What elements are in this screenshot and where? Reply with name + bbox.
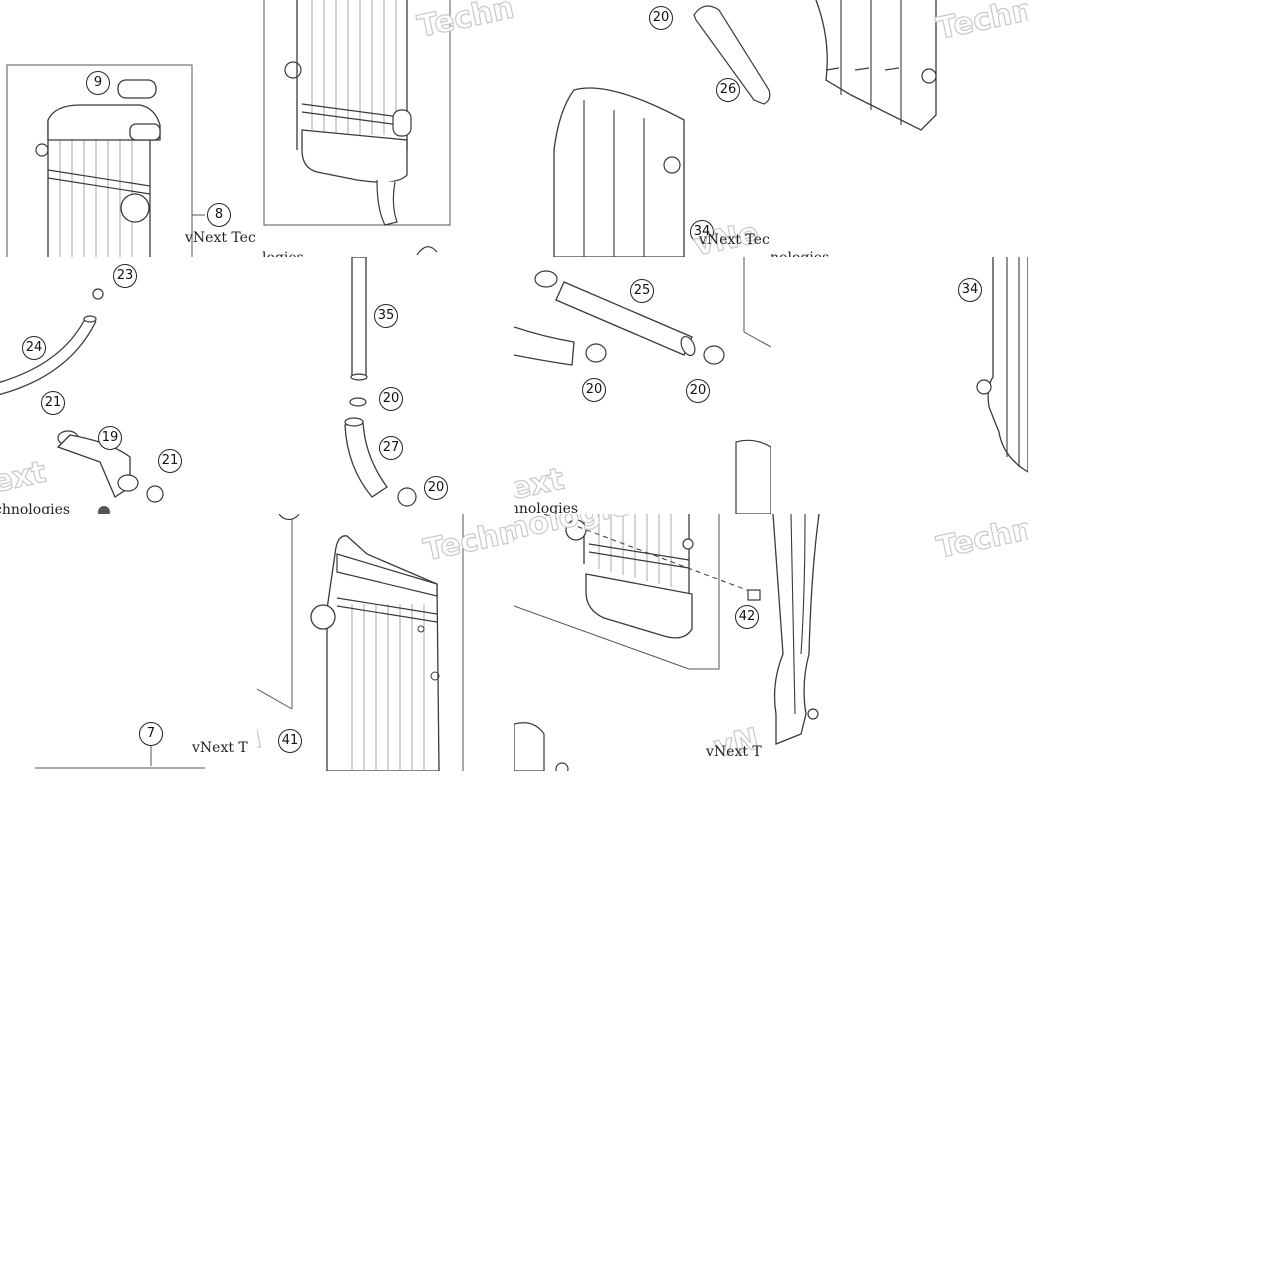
callout-34: 34 <box>958 278 982 302</box>
tile-radiator-left: Techno logies <box>257 0 514 257</box>
credit-text: chnologies <box>514 501 579 514</box>
callout-19: 19 <box>98 426 122 450</box>
radiator-left-drawing <box>263 0 451 256</box>
callout-34: 34 <box>690 220 714 244</box>
shroud-side-drawing <box>976 257 1028 473</box>
shroud-top-drawing <box>553 5 771 257</box>
hoses-fittings-drawing <box>0 288 164 514</box>
bleed-pipe-drawing <box>344 257 417 507</box>
credit-text: vNext Tec <box>185 230 256 246</box>
callout-20: 20 <box>686 379 710 403</box>
callout-25: 25 <box>630 279 654 303</box>
shroud-long-drawing <box>772 514 820 745</box>
cross-hose-drawing <box>514 257 771 514</box>
tile-shroud-right: Techno hnologies <box>771 0 1028 257</box>
callout-7: 7 <box>139 722 163 746</box>
credit-text: vNext Tec <box>699 232 770 248</box>
credit-text: hnologies <box>771 250 829 257</box>
radiator-bracket-drawing <box>35 746 205 769</box>
tile-cross-hose: 25 20 20 chnologies ext <box>514 257 771 514</box>
tile-shroud-long: Techno <box>771 514 1028 771</box>
credit-text: vNext T <box>706 744 762 760</box>
callout-23: 23 <box>113 264 137 288</box>
callout-9: 9 <box>86 71 110 95</box>
tile-lower-tank: 42 40 nologies vN vNext T <box>514 514 771 771</box>
callout-20: 20 <box>582 378 606 402</box>
callout-35: 35 <box>374 304 398 328</box>
callout-20: 20 <box>424 476 448 500</box>
credit-text: vNext T <box>192 740 248 756</box>
shroud-right-drawing <box>815 0 937 131</box>
tile-bleed-pipe: 35 20 27 20 <box>257 257 514 514</box>
callout-8: 8 <box>207 203 231 227</box>
tile-radiator-right: 20 41 Technologies vN <box>257 514 514 771</box>
callout-24: 24 <box>22 336 46 360</box>
tile-shroud-top: 20 26 34 vNe vNext Tec <box>514 0 771 257</box>
tile-overflow-tank: 9 8 vNext Tec <box>0 0 257 257</box>
callout-20: 20 <box>379 387 403 411</box>
callout-27: 27 <box>379 436 403 460</box>
tile-radiator-bracket: 7 vNext T <box>0 514 257 771</box>
credit-text: logies <box>262 250 304 257</box>
credit-text: chnologies <box>0 502 71 514</box>
tile-shroud-side: 34 <box>771 257 1028 514</box>
tile-hoses-fittings: 23 24 21 19 21 ext chnologies <box>0 257 257 514</box>
overflow-tank-drawing <box>6 64 205 257</box>
radiator-right-drawing <box>257 514 464 771</box>
lower-tank-drawing <box>514 514 761 771</box>
callout-26: 26 <box>716 78 740 102</box>
callout-20: 20 <box>649 6 673 30</box>
callout-42: 42 <box>735 605 759 629</box>
callout-21: 21 <box>41 391 65 415</box>
callout-21: 21 <box>158 449 182 473</box>
callout-41: 41 <box>278 729 302 753</box>
